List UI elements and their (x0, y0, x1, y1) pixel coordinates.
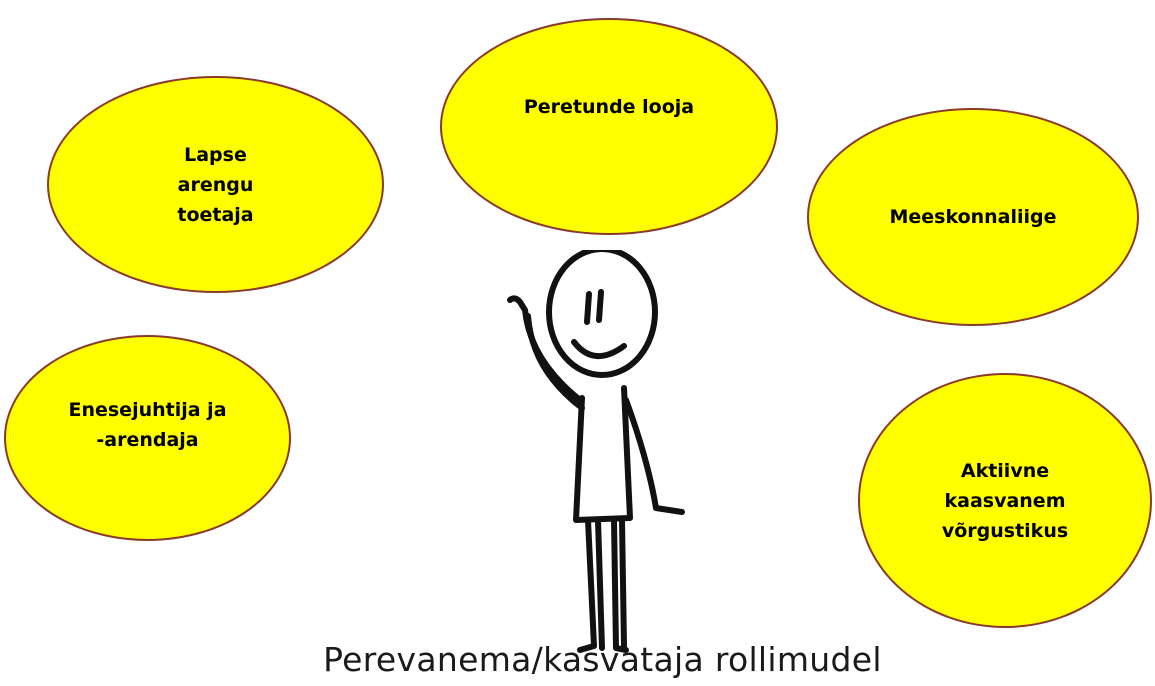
role-bubble-peretunde-looja: Peretunde looja (440, 18, 778, 235)
figure-right-leg-inner (619, 517, 627, 649)
role-bubble-meeskonnaliige: Meeskonnaliige (807, 108, 1139, 326)
caption-text: Perevanema/kasvataja rollimudel (323, 640, 882, 679)
figure-left-leg (577, 517, 597, 653)
role-label: Lapse arengu toetaja (177, 143, 254, 226)
role-bubble-enesejuhtija: Enesejuhtija ja -arendaja (4, 335, 291, 541)
role-label: Aktiivne kaasvanem võrgustikus (941, 459, 1069, 542)
figure-right-leg (611, 517, 629, 653)
figure-eye-right (596, 289, 604, 323)
role-label: Enesejuhtija ja -arendaja (68, 399, 227, 451)
figure-right-arm (623, 397, 685, 515)
diagram-caption: Perevanema/kasvataja rollimudel (0, 640, 1155, 679)
figure-smile (571, 339, 627, 359)
figure-eye-left (584, 291, 592, 325)
role-bubble-lapse-arengu-toetaja: Lapse arengu toetaja (47, 76, 384, 293)
role-label: Peretunde looja (523, 96, 695, 118)
figure-left-leg-inner (595, 517, 605, 651)
figure-body (573, 385, 633, 523)
figure-head (546, 250, 658, 378)
figure-raised-arm (507, 295, 583, 403)
figure-raised-arm-inner (525, 313, 585, 411)
role-bubble-aktiivne-kaasvanem: Aktiivne kaasvanem võrgustikus (858, 373, 1152, 628)
stick-figure-illustration (507, 250, 685, 653)
role-label: Meeskonnaliige (889, 206, 1057, 228)
